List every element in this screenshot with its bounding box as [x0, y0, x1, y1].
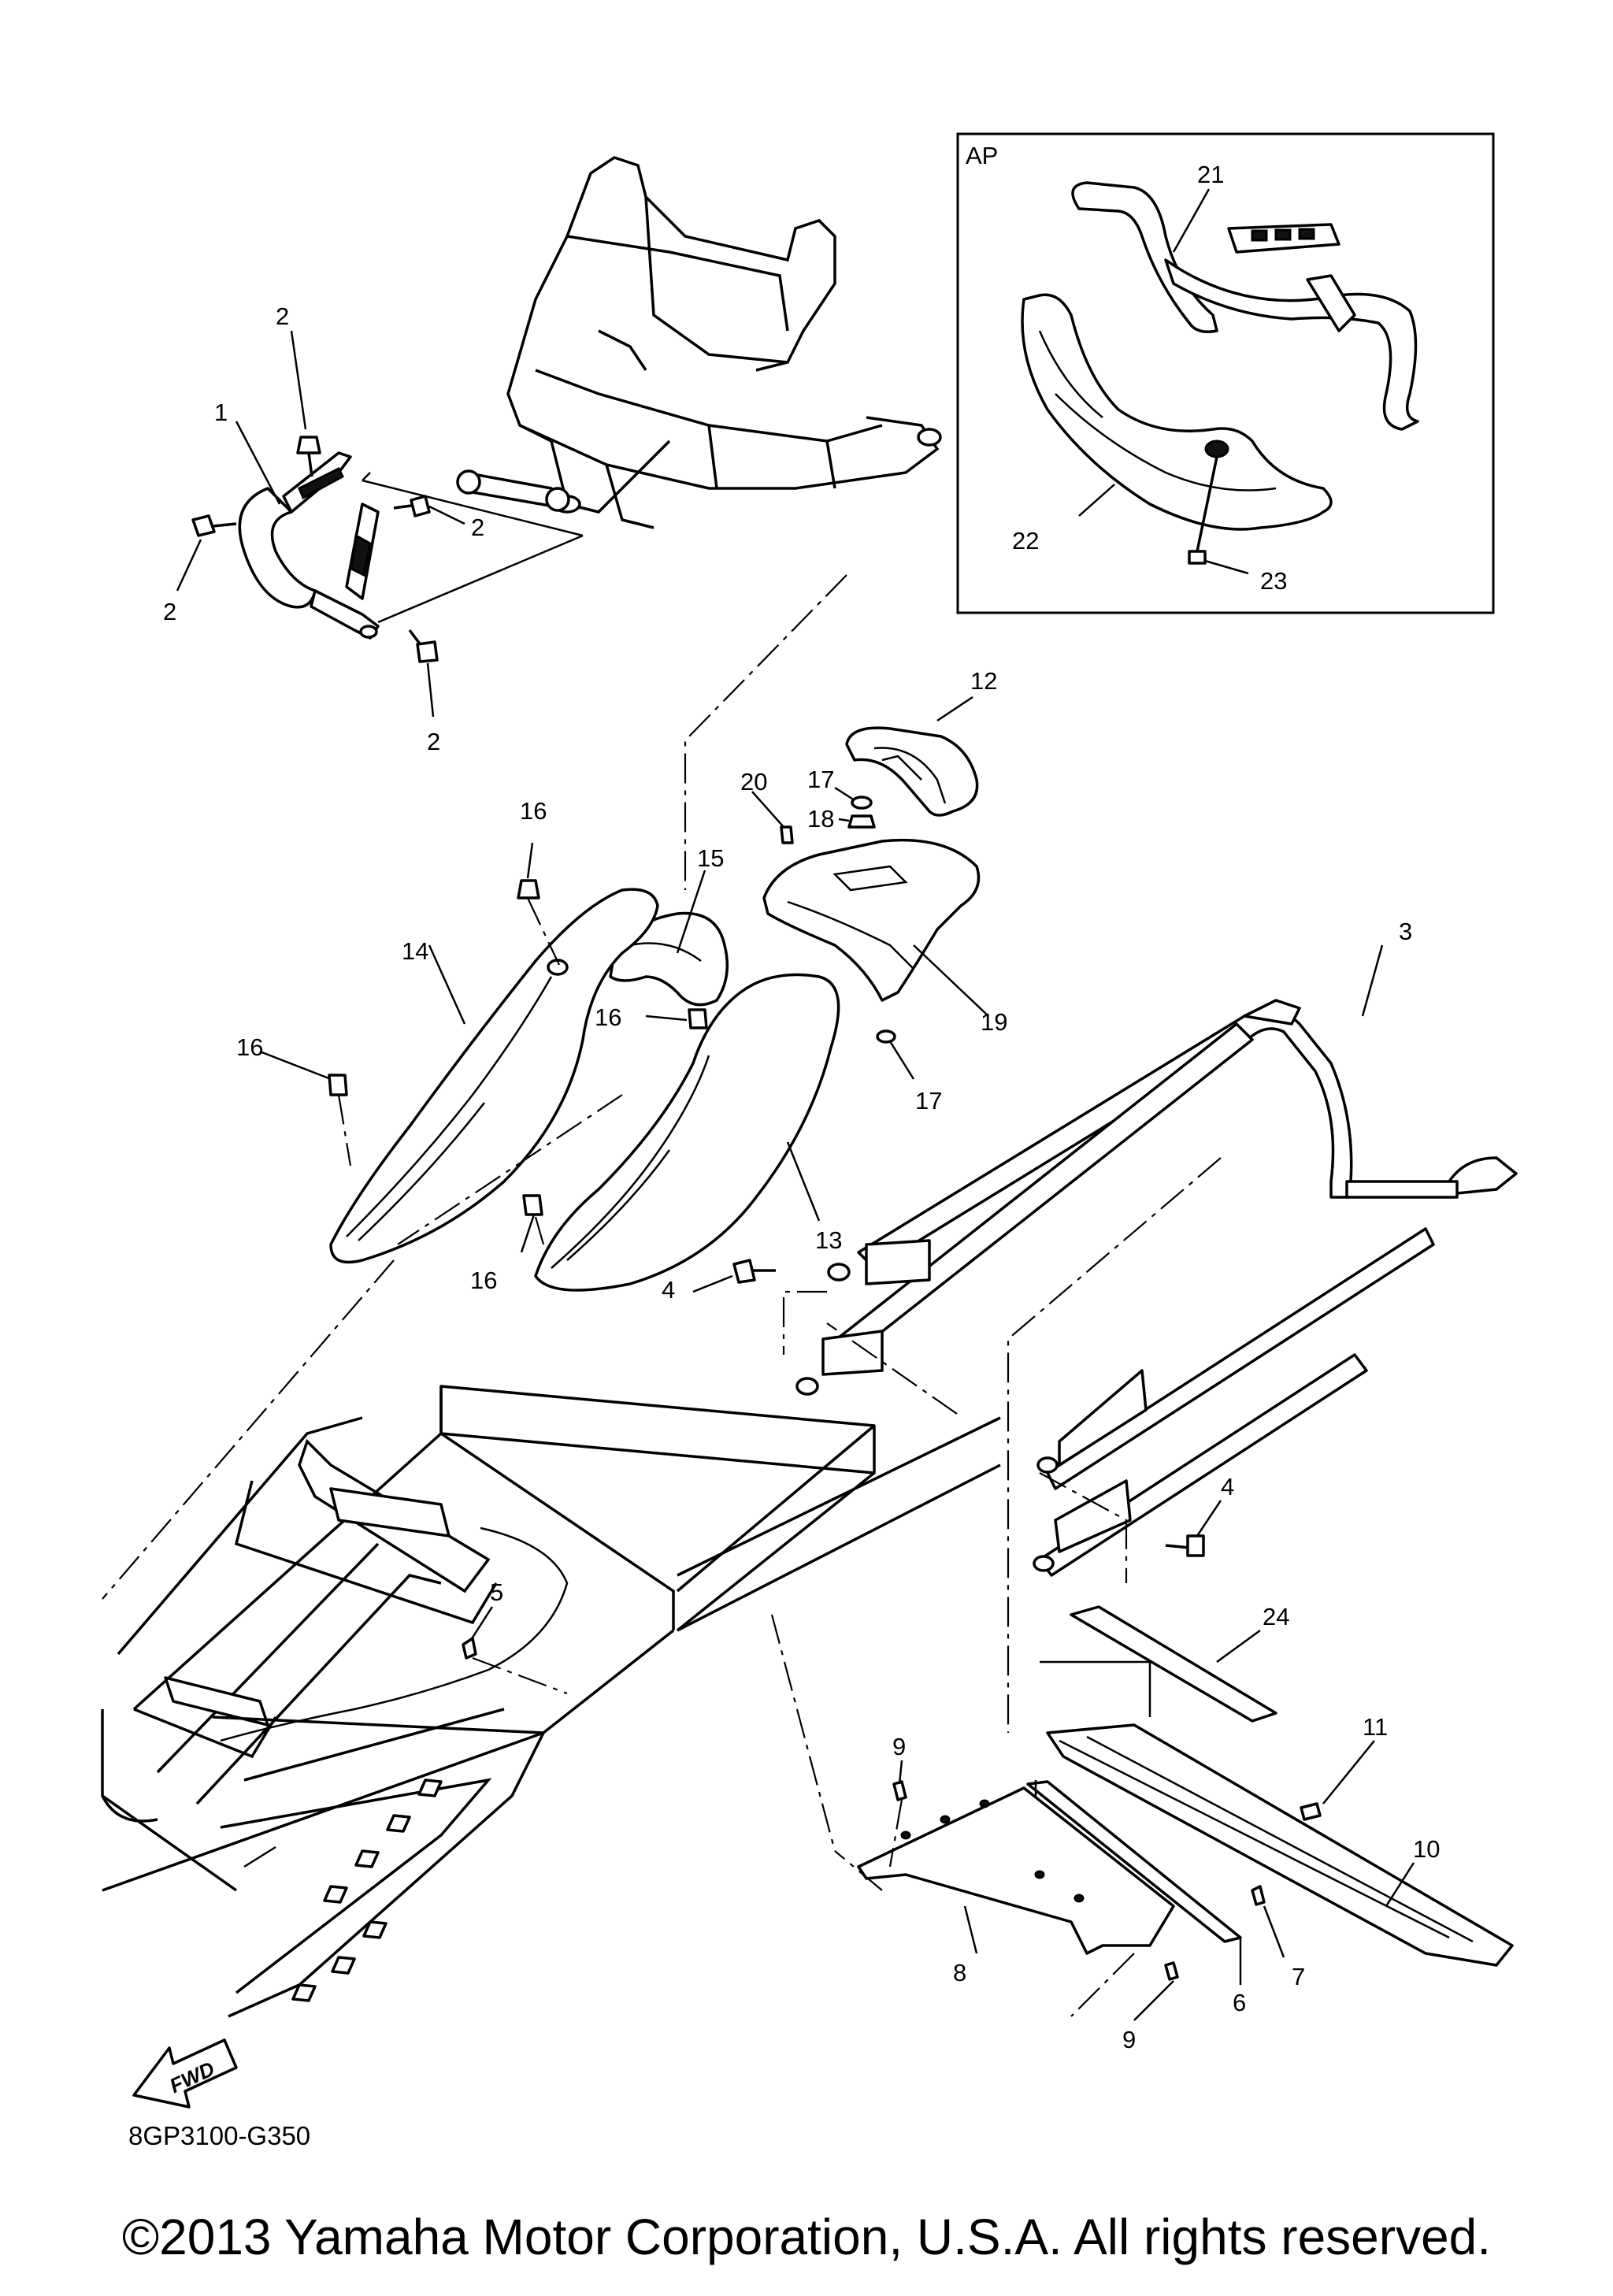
callouts: 1 2 2 2 2 3 4 4 5 6 7 8 9 9 10 11 12 13 … [163, 161, 1440, 2053]
cover-12 [845, 695, 979, 817]
inset-ap: AP [956, 132, 1495, 614]
callout-1: 1 [214, 399, 228, 426]
callout-17-bottom: 17 [915, 1087, 942, 1115]
callout-20: 20 [740, 768, 767, 796]
callout-16-mid: 16 [595, 1003, 621, 1031]
decal-24 [1040, 1605, 1277, 1723]
callout-23: 23 [1260, 567, 1287, 595]
callout-2-left: 2 [163, 598, 176, 625]
callout-4-left: 4 [662, 1276, 675, 1304]
front-frame [362, 156, 942, 624]
bolt-16-b [259, 1050, 352, 1167]
callout-15: 15 [697, 844, 724, 872]
callout-24: 24 [1263, 1603, 1289, 1630]
callout-19: 19 [981, 1008, 1007, 1036]
nut-17-18 [834, 786, 876, 829]
rivet-9-a [888, 1760, 907, 1868]
callout-16-top: 16 [520, 797, 547, 825]
bolt-2-mid [393, 495, 465, 525]
callout-9-top: 9 [892, 1733, 906, 1760]
callout-13: 13 [815, 1226, 842, 1254]
callout-2-top: 2 [276, 302, 289, 330]
callout-3: 3 [1399, 918, 1412, 945]
callout-16-bottom: 16 [470, 1267, 497, 1294]
rear-bumper-3 [782, 944, 1518, 1733]
bolt-16-d [520, 1194, 545, 1253]
bolt-2-top [290, 330, 321, 477]
bolt-4-left [692, 1259, 776, 1293]
fwd-arrow-icon: FWD [132, 2038, 238, 2109]
diagram-code: 8GP3100-G350 [128, 2121, 310, 2150]
tunnel-chassis [101, 1322, 1001, 2018]
callout-22: 22 [1012, 527, 1039, 555]
callout-5: 5 [490, 1578, 503, 1606]
rivet-9-b [1133, 1961, 1179, 2021]
bolt-2-left [176, 514, 237, 592]
cover-13 [534, 973, 840, 1292]
runningboard-8 [834, 1786, 1175, 1955]
copyright-notice: ©2013 Yamaha Motor Corporation, U.S.A. A… [121, 2209, 1492, 2265]
rivet-11 [1300, 1740, 1375, 1821]
bolt-2-bottom [408, 629, 439, 718]
callout-8: 8 [953, 1959, 966, 1986]
callout-6: 6 [1233, 1989, 1246, 2016]
callout-4-right: 4 [1221, 1473, 1234, 1500]
callout-12: 12 [970, 667, 997, 695]
inset-bumper-21 [1071, 181, 1419, 431]
callout-21: 21 [1197, 161, 1224, 188]
callout-16-left: 16 [236, 1033, 263, 1061]
bolt-4-right [1165, 1500, 1222, 1557]
bolt-16-a [517, 842, 560, 966]
callout-2-mid: 2 [471, 514, 484, 541]
clip-20 [751, 791, 794, 844]
callout-10: 10 [1413, 1835, 1440, 1863]
callout-7: 7 [1292, 1963, 1305, 1990]
bolt-16-c [645, 1008, 708, 1029]
cover-19 [762, 838, 989, 1080]
callout-11: 11 [1363, 1713, 1388, 1741]
side-cover-14 [329, 888, 659, 1264]
callout-2-bottom: 2 [427, 728, 440, 755]
callout-18: 18 [807, 805, 834, 833]
strip-6-7 [1026, 1780, 1285, 1985]
inset-screw-23 [1188, 456, 1218, 565]
callout-17-top: 17 [807, 766, 834, 793]
callout-9-bottom: 9 [1122, 2026, 1136, 2053]
callout-14: 14 [402, 937, 428, 965]
rail-10 [1046, 1723, 1514, 1967]
front-bumper-1 [238, 451, 380, 640]
inset-label: AP [966, 142, 998, 169]
